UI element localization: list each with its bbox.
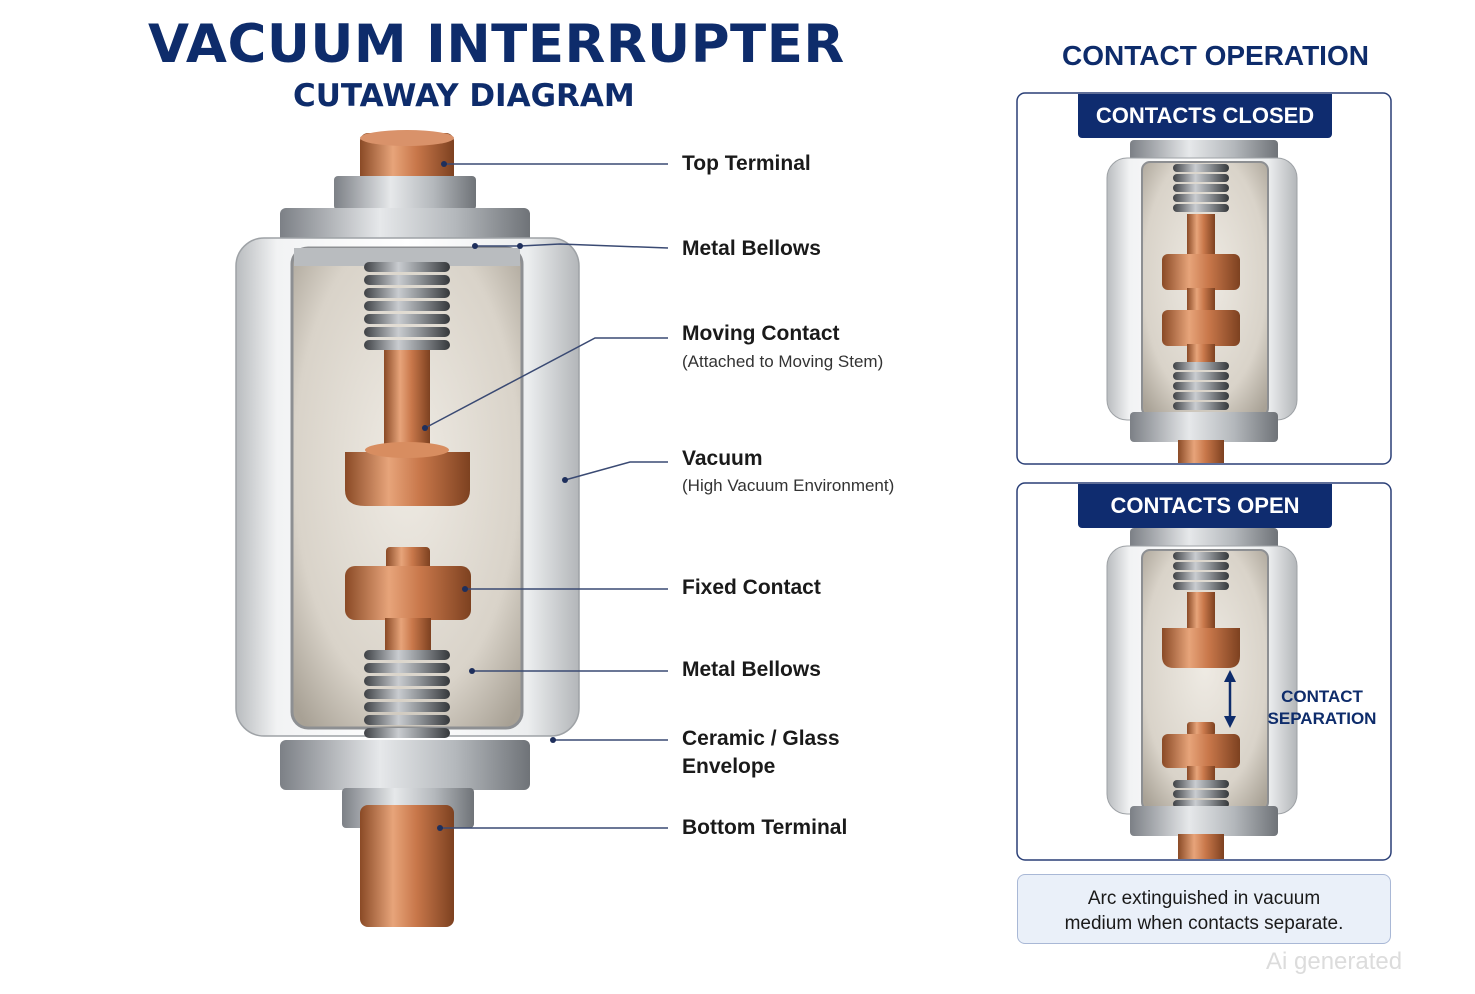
arc-note-line1: Arc extinguished in vacuum [1018, 886, 1390, 911]
arc-note: Arc extinguished in vacuum medium when c… [1017, 874, 1391, 944]
open-header: CONTACTS OPEN [1078, 484, 1332, 528]
label-top-terminal: Top Terminal [682, 150, 811, 178]
separation-label-line2: SEPARATION [1262, 708, 1382, 730]
moving-contact [345, 452, 470, 506]
lower-bellows [364, 650, 450, 738]
label-vacuum: Vacuum [682, 445, 763, 473]
label-vacuum-sub: (High Vacuum Environment) [682, 476, 894, 496]
label-envelope-line1: Ceramic / Glass [682, 725, 840, 753]
closed-header: CONTACTS CLOSED [1078, 94, 1332, 138]
label-bottom-terminal: Bottom Terminal [682, 814, 847, 842]
label-moving-contact: Moving Contact [682, 320, 840, 348]
main-interrupter [236, 130, 579, 927]
upper-bellows [364, 262, 450, 350]
separation-label-line1: CONTACT [1262, 686, 1382, 708]
page-subtitle: CUTAWAY DIAGRAM [293, 78, 635, 114]
bottom-flange [280, 740, 530, 790]
label-metal-bellows-top: Metal Bellows [682, 235, 821, 263]
label-fixed-contact: Fixed Contact [682, 574, 821, 602]
top-nut [334, 176, 476, 210]
moving-stem [384, 350, 430, 450]
label-metal-bellows-bottom: Metal Bellows [682, 656, 821, 684]
fixed-contact [345, 566, 471, 620]
label-envelope-line2: Envelope [682, 753, 775, 781]
operation-title: CONTACT OPERATION [1062, 40, 1369, 72]
arc-note-line2: medium when contacts separate. [1018, 911, 1390, 936]
label-moving-contact-sub: (Attached to Moving Stem) [682, 352, 883, 372]
bottom-terminal [360, 805, 454, 927]
page-title: VACUUM INTERRUPTER [148, 14, 768, 75]
watermark: Ai generated [1266, 948, 1402, 976]
closed-interrupter [1107, 140, 1297, 463]
